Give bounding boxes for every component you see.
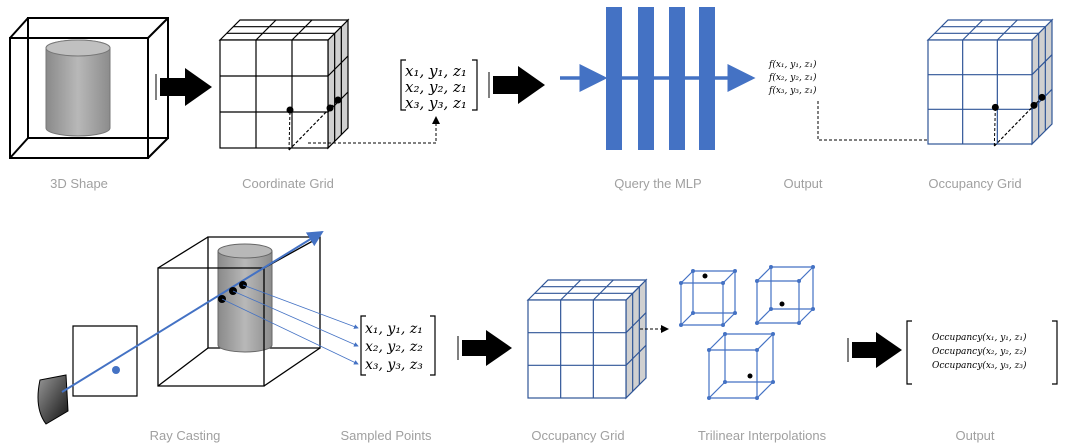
matrix-row: x₁, y₁, z₁	[365, 321, 423, 337]
process-arrow-icon	[847, 332, 902, 368]
caption-trilinear: Trilinear Interpolations	[697, 428, 827, 443]
occupancy-grid-cube	[926, 18, 1054, 147]
sampled-points-matrix: x₁, y₁, z₁ x₂, y₂, z₂ x₃, y₃, z₃	[360, 315, 436, 376]
caption-occupancy-grid-top: Occupancy Grid	[928, 176, 1022, 191]
caption-output-bottom: Output	[955, 428, 995, 443]
matrix-row: x₂, y₂, z₂	[365, 339, 423, 355]
occupancy-grid-cube	[526, 278, 648, 400]
matrix-row: x₁, y₁, z₁	[405, 62, 467, 80]
occupancy-output-row: Occupancy(x₃, y₃, z₃)	[932, 360, 1027, 371]
matrix-row: x₂, y₂, z₁	[405, 78, 467, 96]
caption-coordinate-grid: Coordinate Grid	[242, 176, 334, 191]
caption-sampled-points: Sampled Points	[340, 428, 432, 443]
mlp-output-row: f(x₂, y₂, z₁)	[768, 72, 817, 83]
mlp-output-row: f(x₃, y₃, z₁)	[768, 85, 817, 96]
caption-output-top: Output	[783, 176, 823, 191]
caption-query-mlp: Query the MLP	[614, 176, 702, 191]
ray-casting-scene	[37, 230, 359, 425]
process-arrow-icon	[488, 66, 545, 104]
dashed-connector	[308, 116, 440, 144]
process-arrow-icon	[457, 330, 512, 366]
matrix-row: x₃, y₃, z₁	[405, 94, 467, 112]
coordinate-matrix: x₁, y₁, z₁ x₂, y₂, z₁ x₃, y₃, z₁	[400, 59, 478, 112]
camera-icon	[37, 374, 69, 425]
occupancy-output-row: Occupancy(x₁, y₁, z₁)	[932, 332, 1027, 343]
matrix-row: x₃, y₃, z₃	[365, 357, 423, 373]
mlp-output-list: f(x₁, y₁, z₁) f(x₂, y₂, z₁) f(x₃, y₃, z₁…	[768, 59, 817, 96]
caption-3d-shape: 3D Shape	[50, 176, 108, 191]
occupancy-output-list: Occupancy(x₁, y₁, z₁) Occupancy(x₂, y₂, …	[906, 320, 1058, 385]
caption-ray-casting: Ray Casting	[149, 428, 221, 443]
mlp-output-row: f(x₁, y₁, z₁)	[768, 59, 817, 70]
process-arrow-icon	[155, 68, 212, 106]
caption-occupancy-grid-bottom: Occupancy Grid	[531, 428, 625, 443]
shape-3d-cube	[9, 17, 169, 159]
coordinate-grid-cube	[218, 18, 350, 151]
occupancy-output-row: Occupancy(x₂, y₂, z₂)	[932, 346, 1027, 357]
trilinear-cubes	[679, 265, 815, 400]
mlp-network	[560, 7, 756, 150]
